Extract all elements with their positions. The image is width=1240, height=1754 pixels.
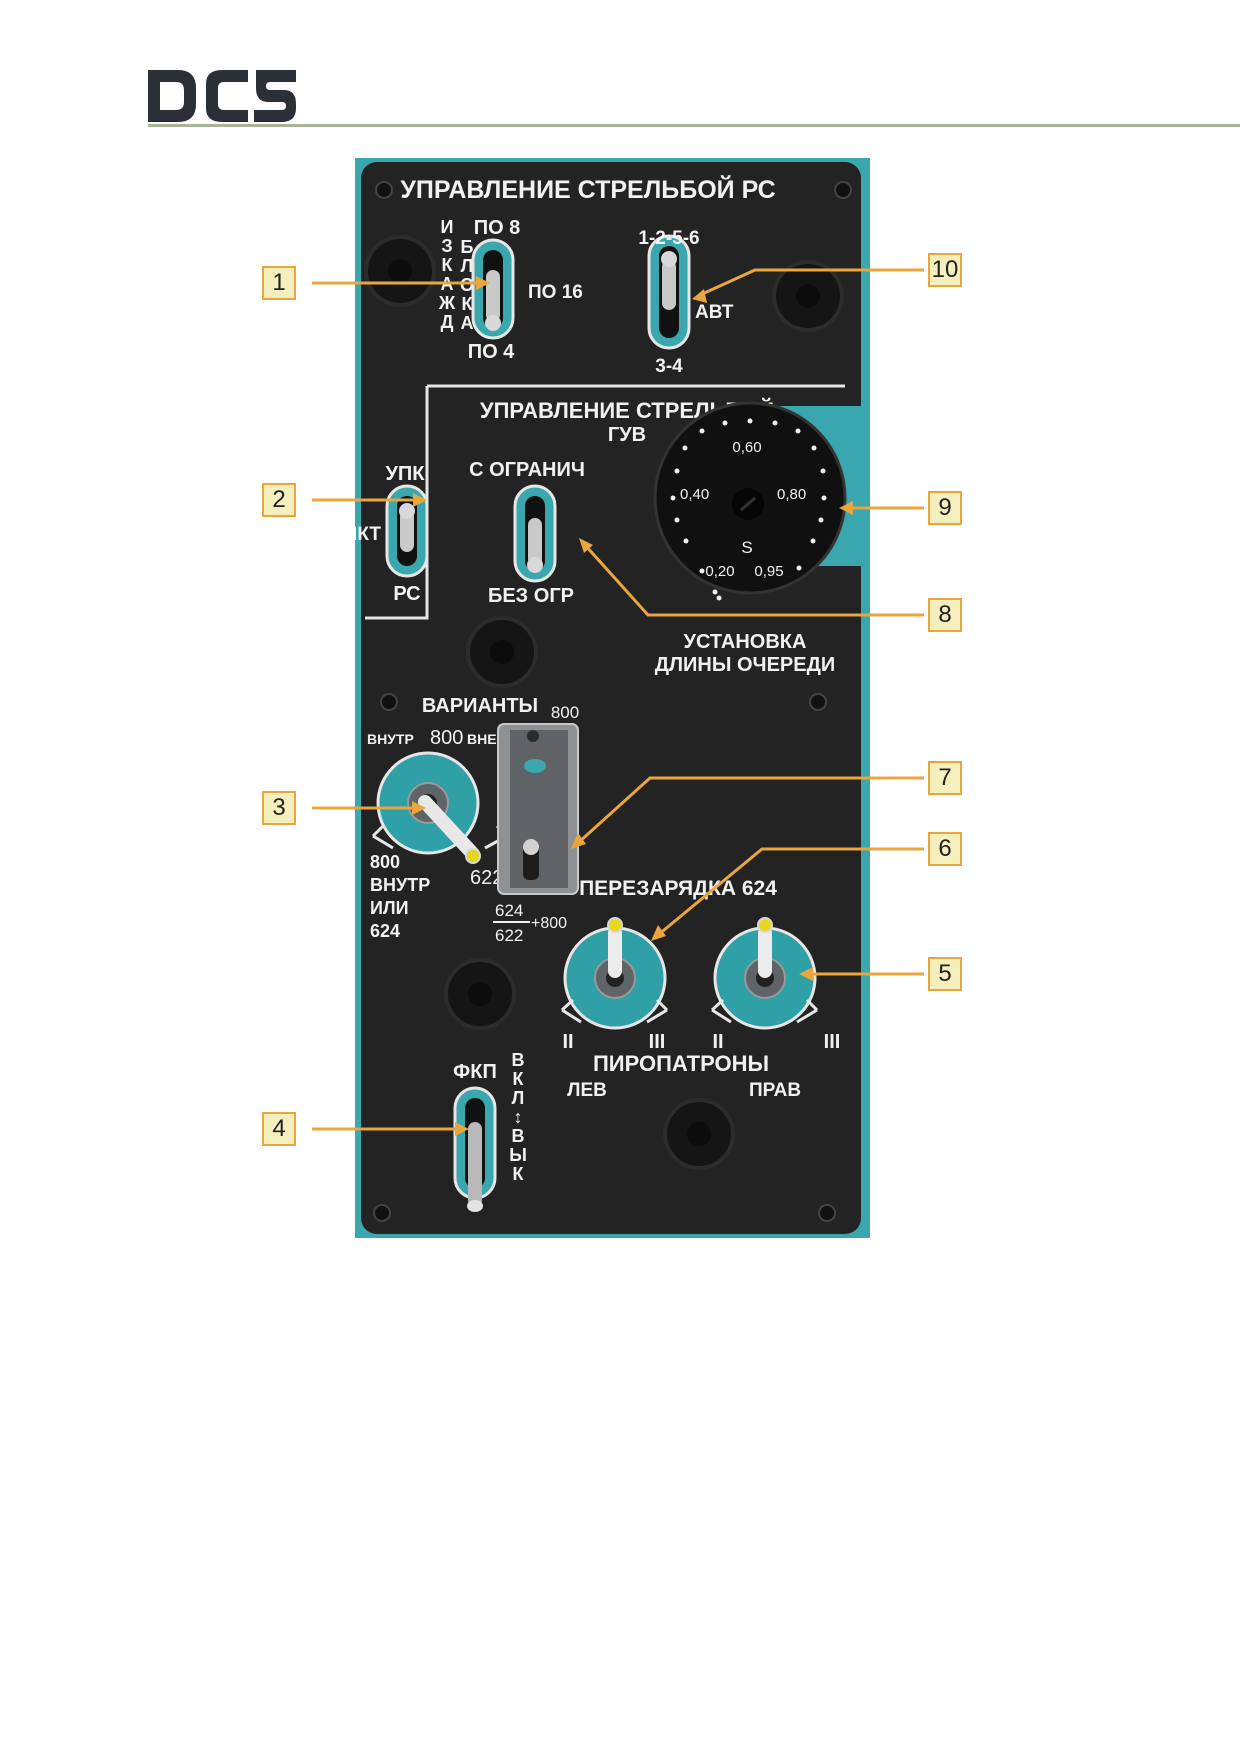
- callout-4: 4: [262, 1112, 296, 1146]
- rotary-switch-5[interactable]: [713, 917, 817, 1030]
- sw1-label-bottom: ПО 4: [468, 341, 515, 363]
- sw10-label-right: АВТ: [695, 302, 734, 323]
- cover-label-624: 624: [495, 901, 523, 920]
- sw2-label-bottom: РС: [393, 583, 420, 605]
- reload-label: ПЕРЕЗАРЯДКА 624: [579, 877, 777, 900]
- section-divider: [365, 386, 429, 620]
- guarded-cover-7[interactable]: [497, 723, 579, 895]
- toggle-switch-4[interactable]: [453, 1086, 497, 1212]
- sw4-label-top: ФКП: [453, 1061, 497, 1083]
- title-rs: УПРАВЛЕНИЕ СТРЕЛЬБОЙ РС: [400, 174, 775, 204]
- callout-5: 5: [928, 957, 962, 991]
- squibs-left-label: ЛЕВ: [567, 1080, 607, 1101]
- toggle-switch-10[interactable]: [647, 234, 691, 350]
- screw-icon: [380, 693, 398, 711]
- arrow-icon: [710, 998, 732, 1024]
- sw8-label-bottom: БЕЗ ОГР: [488, 585, 574, 607]
- sw3-label-left-3: ИЛИ: [370, 898, 409, 918]
- rotary-switch-6[interactable]: [563, 917, 667, 1030]
- toggle-switch-2[interactable]: [385, 484, 429, 578]
- sw3-label-left-1: 800: [370, 852, 400, 872]
- sw3-label-left-4: 624: [370, 921, 400, 941]
- header-rule: [148, 124, 1240, 127]
- callout-10: 10: [928, 253, 962, 287]
- sw2-label-left: ПКТ: [355, 524, 381, 545]
- knob-center-icon: [796, 284, 820, 308]
- screw-icon: [818, 1204, 836, 1222]
- sw10-label-bottom: 3-4: [655, 356, 683, 377]
- callout-6: 6: [928, 832, 962, 866]
- burst-length-label-2: ДЛИНЫ ОЧЕРЕДИ: [655, 654, 836, 676]
- squibs-label: ПИРОПАТРОНЫ: [593, 1051, 769, 1076]
- callout-2: 2: [262, 483, 296, 517]
- toggle-switch-1[interactable]: [471, 238, 515, 340]
- dial-label-s: S: [741, 538, 752, 557]
- dcs-logo: [148, 70, 296, 122]
- dial-label-095: 0,95: [754, 563, 783, 580]
- sw1-label-top: ПО 8: [474, 217, 521, 239]
- squib-left-label-iii: III: [649, 1031, 666, 1053]
- screw-icon: [375, 181, 393, 199]
- callout-3: 3: [262, 791, 296, 825]
- dial-label-040: 0,40: [680, 486, 709, 503]
- squib-right-label-ii: II: [712, 1031, 723, 1053]
- cover-label-622: 622: [495, 926, 523, 945]
- squib-left-label-ii: II: [562, 1031, 573, 1053]
- cover-label-800: +800: [531, 915, 567, 932]
- squib-right-label-iii: III: [824, 1031, 841, 1053]
- cover-label-top: 800: [551, 703, 579, 722]
- arrow-icon: [796, 998, 819, 1024]
- title-guv-2: ГУВ: [608, 424, 646, 446]
- squibs-right-label: ПРАВ: [749, 1080, 801, 1101]
- arrow-icon: [560, 998, 582, 1024]
- callout-7: 7: [928, 761, 962, 795]
- sw3-label-right: 622: [470, 867, 503, 889]
- callout-9: 9: [928, 491, 962, 525]
- sw8-label-top: С ОГРАНИЧ: [469, 459, 585, 481]
- sw3-label-top-mid: 800: [430, 727, 463, 749]
- sw3-label-left-2: ВНУТР: [370, 875, 430, 895]
- arrow-icon: [646, 998, 669, 1024]
- sw2-label-top: УПК: [385, 463, 425, 485]
- callout-8: 8: [928, 598, 962, 632]
- sw1-label-right: ПО 16: [528, 282, 583, 303]
- screw-icon: [373, 1204, 391, 1222]
- rotary-switch-3[interactable]: [376, 751, 481, 864]
- screw-icon: [834, 181, 852, 199]
- burst-length-label: УСТАНОВКА: [684, 631, 807, 653]
- arrow-icon: [371, 824, 394, 850]
- dial-label-020: 0,20: [705, 563, 734, 580]
- dial-label-060: 0,60: [732, 439, 761, 456]
- knob-center-icon: [388, 259, 412, 283]
- sw10-label-top: 1-2-5-6: [638, 228, 699, 249]
- screw-icon: [809, 693, 827, 711]
- sw3-label-top-left: ВНУТР: [367, 731, 414, 747]
- callout-1: 1: [262, 266, 296, 300]
- knob-center-icon: [490, 640, 514, 664]
- dial-label-080: 0,80: [777, 486, 806, 503]
- knob-center-icon: [687, 1122, 711, 1146]
- toggle-switch-8[interactable]: [513, 484, 557, 583]
- variants-label: ВАРИАНТЫ: [422, 695, 538, 717]
- knob-center-icon: [468, 982, 492, 1006]
